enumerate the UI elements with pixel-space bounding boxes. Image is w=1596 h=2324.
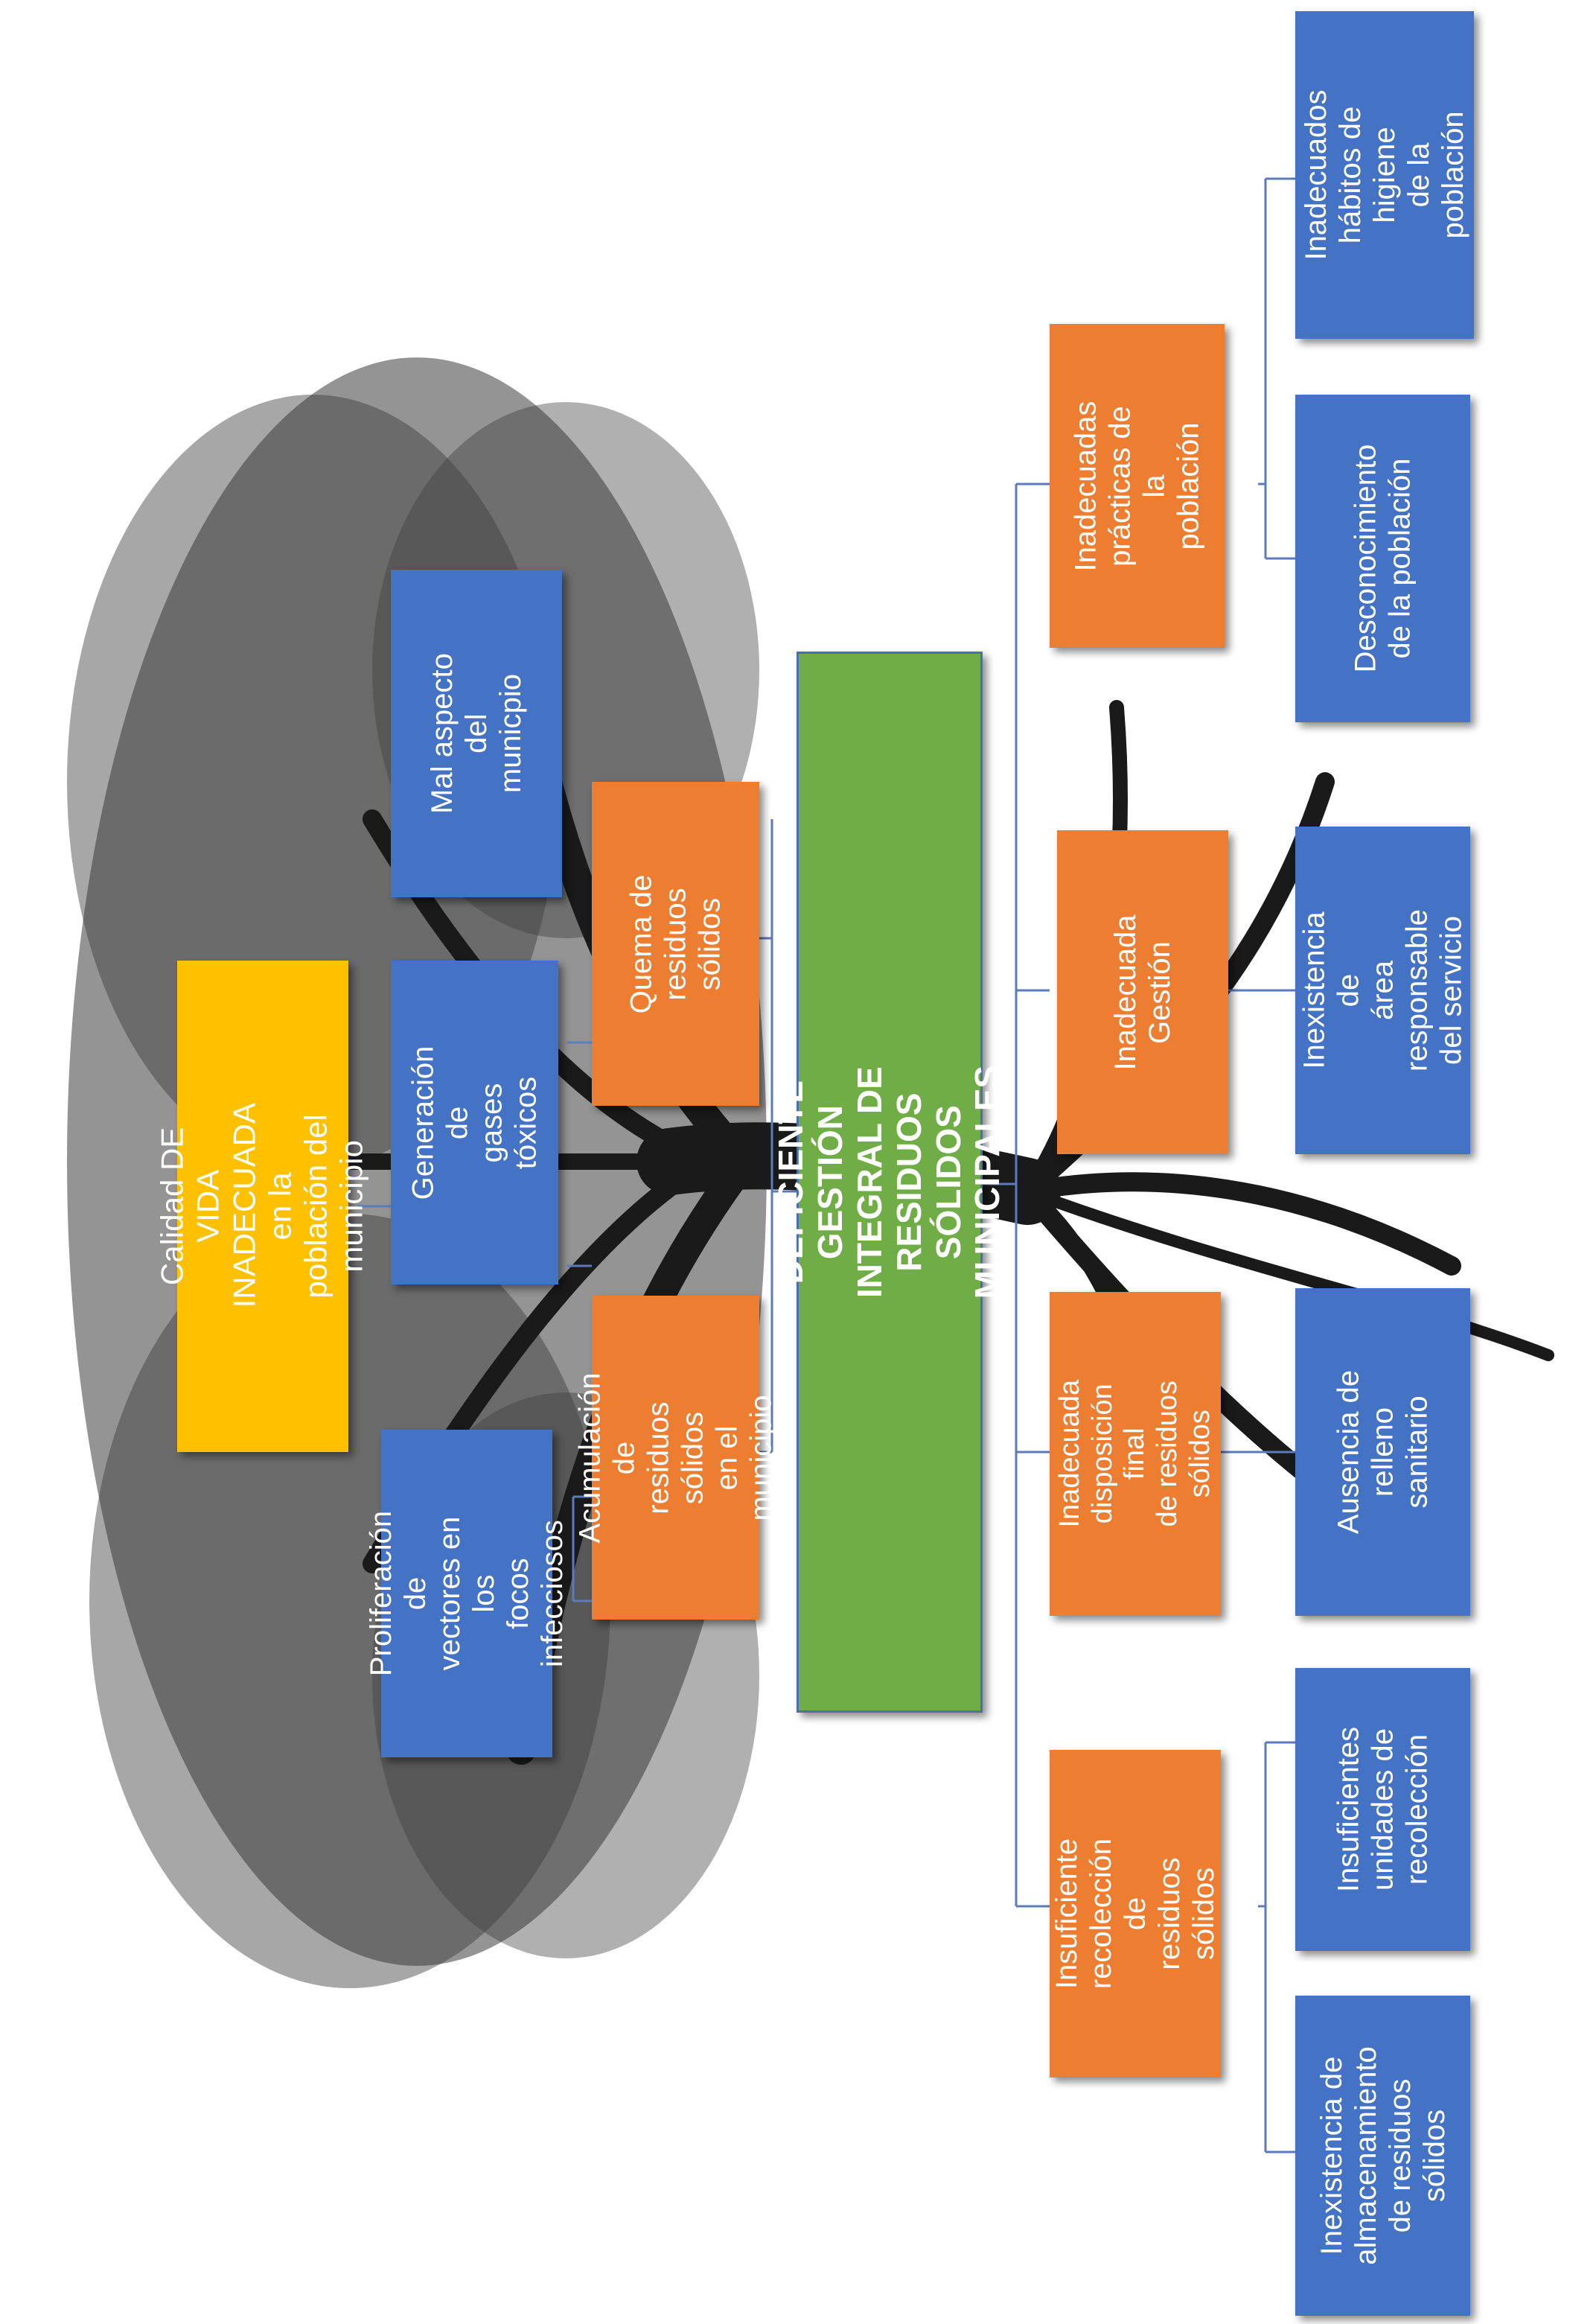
- final-effect-label: Calidad DE VIDA INADECUADA en la poblaci…: [155, 1103, 370, 1308]
- direct-effect-box-acumulacion: Acumulación de residuos sólidos en el mu…: [574, 1296, 778, 1620]
- cause-box-gestion: Inadecuada Gestión: [1057, 830, 1228, 1154]
- direct-effect-label-quema: Quema de residuos sólidos: [625, 874, 727, 1013]
- effect-label-proliferacion: Proliferación de vectores en los focos i…: [365, 1510, 569, 1677]
- effect-label-gases: Generación de gases tóxicos: [406, 1045, 543, 1200]
- core-problem-label: DEFICIENTE GESTIÓN INTEGRAL DE RESIDUOS …: [771, 1065, 1007, 1299]
- root-cause-label-habitos: Inadecuados hábitos de higiene de la pob…: [1300, 89, 1469, 261]
- effect-box-aspecto: Mal aspecto del municpio: [391, 570, 562, 897]
- cause-label-gestion: Inadecuada Gestión: [1109, 914, 1176, 1071]
- direct-effect-label-acumulacion: Acumulación de residuos sólidos en el mu…: [573, 1372, 778, 1544]
- final-effect-box: Calidad DE VIDA INADECUADA en la poblaci…: [155, 961, 370, 1452]
- root-cause-box-habitos: Inadecuados hábitos de higiene de la pob…: [1295, 11, 1474, 339]
- effect-label-aspecto: Mal aspecto del municpio: [426, 653, 527, 814]
- core-problem-box: DEFICIENTE GESTIÓN INTEGRAL DE RESIDUOS …: [771, 652, 1007, 1713]
- cause-box-recoleccion: Insuficiente recolección de residuos sól…: [1050, 1750, 1221, 2078]
- root-cause-box-almacenamiento: Inexistencia de almacenamiento de residu…: [1295, 1996, 1470, 2316]
- root-cause-box-unidades: Insuficientes unidades de recolección: [1295, 1668, 1470, 1951]
- root-cause-label-unidades: Insuficientes unidades de recolección: [1332, 1726, 1434, 1893]
- direct-effect-box-quema: Quema de residuos sólidos: [592, 782, 759, 1106]
- effect-box-proliferacion: Proliferación de vectores en los focos i…: [365, 1430, 569, 1757]
- root-cause-label-relleno: Ausencia de relleno sanitario: [1332, 1369, 1434, 1535]
- cause-label-recoleccion: Insuficiente recolección de residuos sól…: [1050, 1838, 1220, 1990]
- root-cause-box-relleno: Ausencia de relleno sanitario: [1295, 1288, 1470, 1616]
- root-cause-label-area: Inexistencia de área responsable del ser…: [1297, 909, 1468, 1072]
- root-cause-label-almacenamiento: Inexistencia de almacenamiento de residu…: [1315, 2046, 1451, 2265]
- root-cause-box-desconocimiento: Desconocimiento de la población: [1295, 395, 1470, 722]
- cause-box-practicas: Inadecuadas prácticas de la población: [1050, 324, 1225, 648]
- cause-label-disposicion: Inadecuada disposición final de residuos…: [1053, 1380, 1216, 1528]
- cause-box-disposicion: Inadecuada disposición final de residuos…: [1050, 1292, 1221, 1616]
- cause-label-practicas: Inadecuadas prácticas de la población: [1069, 400, 1205, 572]
- root-cause-box-area: Inexistencia de área responsable del ser…: [1295, 827, 1470, 1154]
- effect-box-gases: Generación de gases tóxicos: [391, 961, 558, 1284]
- root-cause-label-desconocimiento: Desconocimiento de la población: [1349, 444, 1417, 673]
